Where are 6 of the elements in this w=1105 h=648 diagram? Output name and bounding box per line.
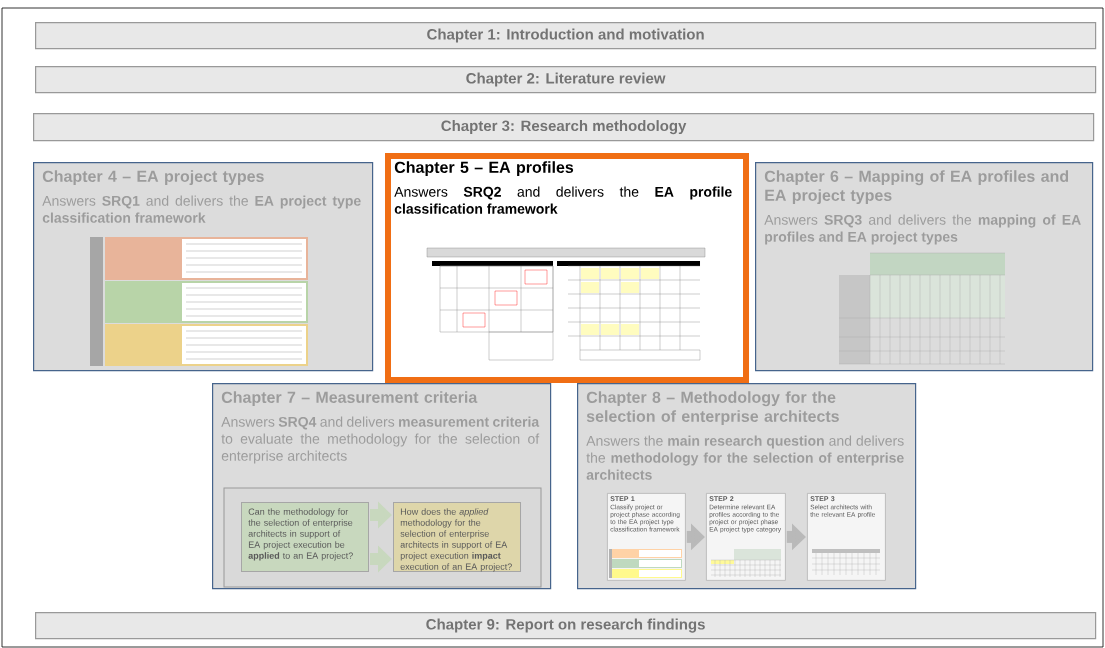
- chapter-bar: Chapter 2: Literature review: [35, 66, 1097, 94]
- chapter-bar: Chapter 1: Introduction and motivation: [35, 22, 1097, 50]
- question-box: Can the methodology for the selection of enterprise architects in support of EA project execution be applied to an EA project?: [241, 502, 369, 572]
- chapter-bar: Chapter 3: Research methodology: [33, 113, 1095, 142]
- question-box: How does the applied methodology for the selection of enterprise architects in support of EA project execution impact execution of an EA project?: [393, 502, 521, 572]
- chapter-bar: Chapter 9: Report on research findings: [35, 612, 1097, 640]
